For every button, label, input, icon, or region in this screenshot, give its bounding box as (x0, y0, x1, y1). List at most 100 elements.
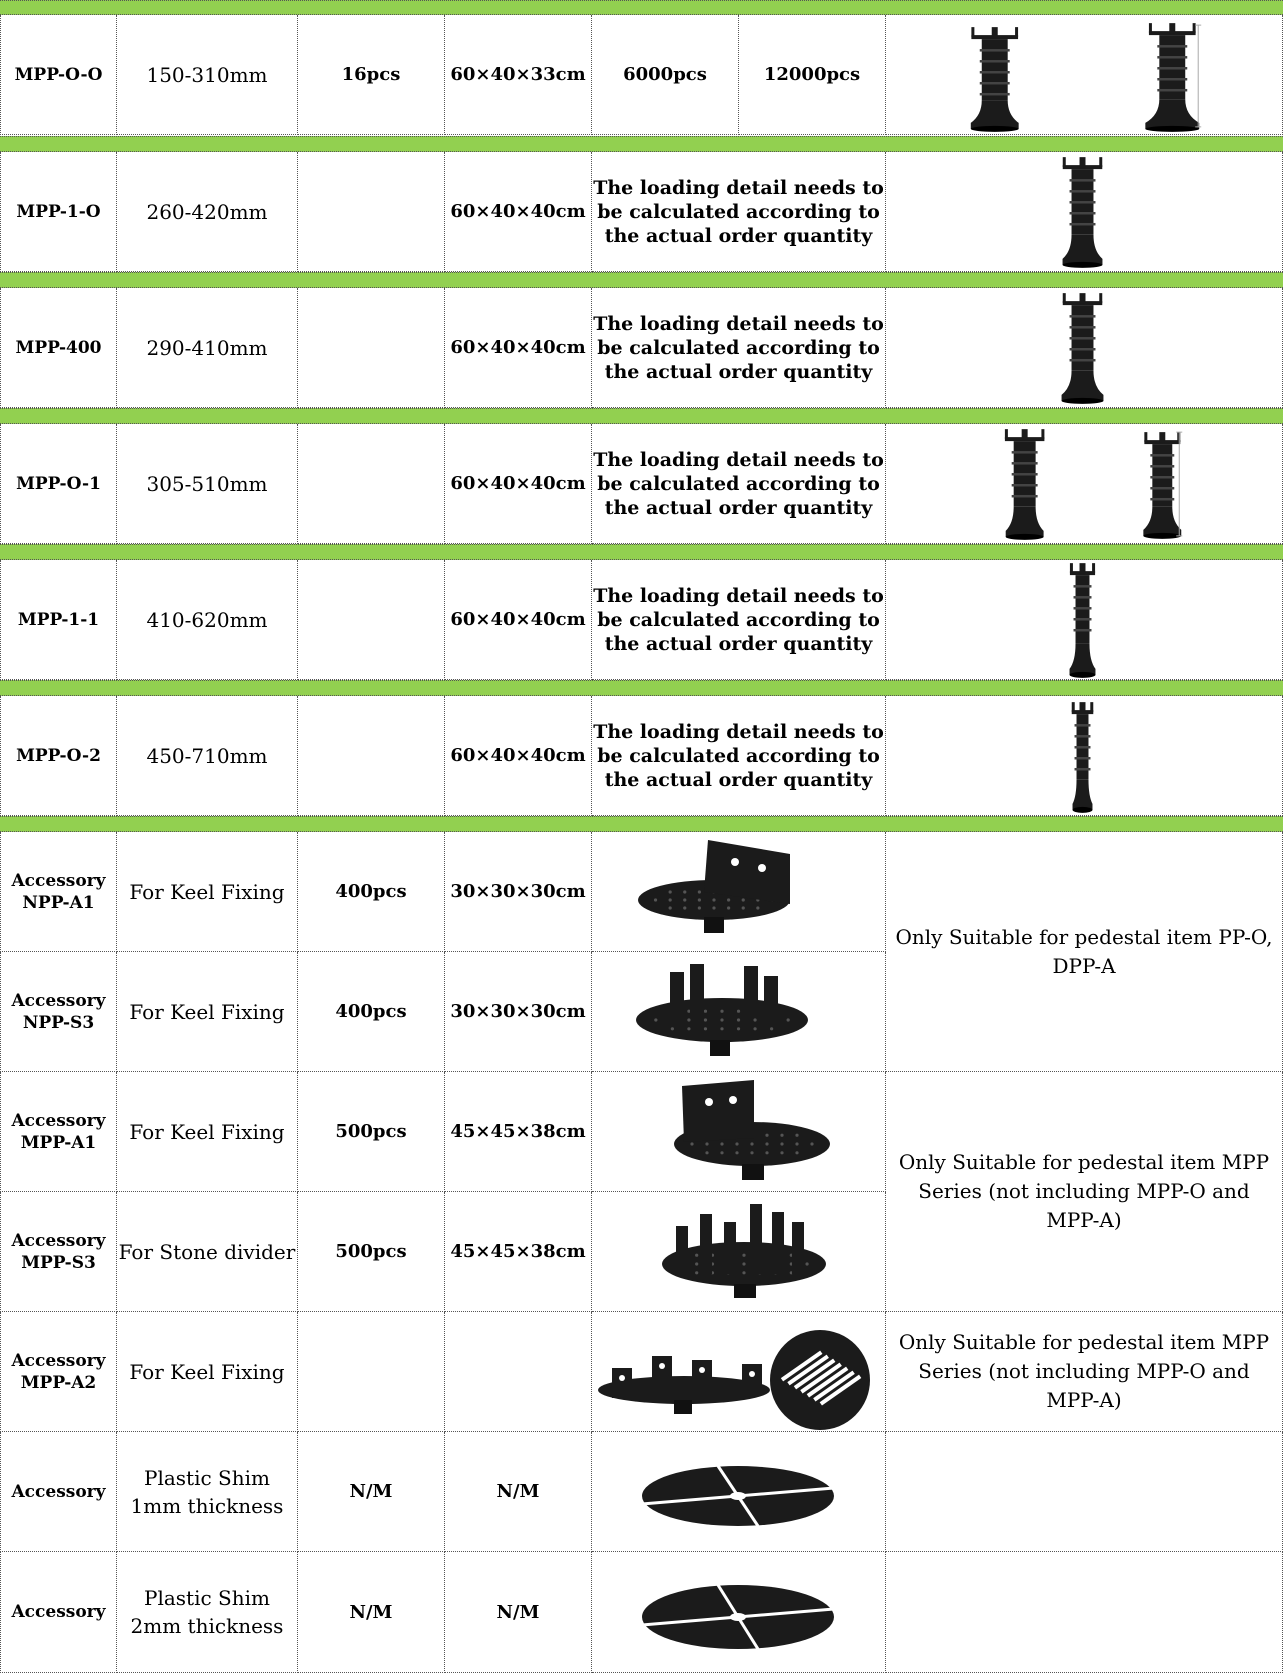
disc-dot (780, 1133, 784, 1137)
divider-fin (724, 1222, 736, 1274)
bracket-tab (742, 1364, 762, 1394)
accessory-use-text: For Keel Fixing (129, 999, 285, 1024)
product-image-drawing (1004, 429, 1183, 540)
product-image (886, 152, 1283, 272)
suitability-note-npp: Only Suitable for pedestal item PP-O, DP… (886, 832, 1283, 1072)
loading-note-text: The loading detail needs to be calculate… (593, 448, 884, 519)
disc-dot (697, 898, 701, 902)
bracket-hole (619, 1375, 625, 1381)
accessory-image (592, 952, 886, 1072)
disc-dot (753, 1027, 757, 1031)
carton-size: 60×40×40cm (445, 288, 592, 408)
pedestal-image (1061, 293, 1104, 404)
accessory-carton-size-text: 30×30×30cm (450, 881, 586, 902)
pedestal-image (1145, 23, 1200, 132)
accessory-use-line-1: Plastic Shim (144, 1465, 270, 1490)
disc-dot (653, 898, 658, 902)
accessory-name-line-2: NPP-S3 (22, 1012, 95, 1033)
pack-quantity (298, 696, 445, 816)
disc-dot (810, 1142, 814, 1146)
accessory-name-line-1: Accessory (11, 870, 106, 891)
divider-fin (700, 1214, 712, 1274)
accessory-carton-size-text: N/M (496, 1481, 540, 1502)
disc-dot (668, 898, 672, 902)
pack-quantity-text: 16pcs (341, 64, 401, 85)
accessory-name: Accessory (0, 1432, 117, 1552)
carton-size-text: 60×40×40cm (450, 473, 586, 494)
product-image (886, 424, 1283, 544)
carton-size: 60×40×40cm (445, 152, 592, 272)
suitability-note-npp-text: Only Suitable for pedestal item PP-O, DP… (895, 924, 1273, 978)
accessory-name-line-1: Accessory (11, 1350, 106, 1371)
accessory-carton-size: 45×45×38cm (445, 1192, 592, 1312)
product-image-drawing (970, 23, 1202, 132)
product-code-text: MPP-400 (15, 337, 102, 358)
loading-40ft: 12000pcs (739, 15, 886, 135)
disc-dot (741, 898, 745, 902)
accessory-name-line-2: MPP-A1 (20, 1132, 97, 1153)
height-range: 410-620mm (117, 560, 298, 680)
accessory-image (592, 1072, 886, 1192)
accessory-use: For Keel Fixing (117, 832, 298, 952)
disc-dot (668, 906, 672, 910)
accessory-use-text: For Stone divider (118, 1239, 296, 1264)
green-band (0, 408, 1283, 424)
product-code-text: MPP-1-1 (17, 609, 100, 630)
accessory-name-line-1: Accessory (11, 1110, 106, 1131)
green-band (0, 272, 1283, 288)
disc-dot (712, 906, 716, 910)
pedestal-image (1004, 429, 1045, 540)
accessory-image (592, 1192, 886, 1312)
accessory-name: Accessory (0, 1552, 117, 1673)
disc-dot (703, 1009, 708, 1013)
disc-dot (741, 906, 745, 910)
accessory-pack-quantity: 400pcs (298, 832, 445, 952)
bracket-hole (729, 1096, 737, 1104)
product-image-drawing (1071, 702, 1094, 813)
disc-dot (670, 1027, 674, 1031)
disc-dot (727, 906, 731, 910)
green-band (0, 544, 1283, 560)
accessory-pack-quantity: N/M (298, 1432, 445, 1552)
accessory-carton-size: 30×30×30cm (445, 952, 592, 1072)
accessory-pack-quantity: 400pcs (298, 952, 445, 1072)
disc-dot (750, 1151, 754, 1155)
disc-dot (795, 1142, 799, 1146)
divider-fin (792, 1222, 804, 1274)
height-range-text: 150-310mm (146, 62, 268, 87)
disc-dot (697, 906, 701, 910)
disc-dot (720, 1018, 724, 1022)
accessory-image-drawing (674, 1080, 830, 1180)
product-code: MPP-1-1 (0, 560, 117, 680)
disc-dot (687, 1027, 691, 1031)
bracket-hole (699, 1367, 705, 1373)
product-image (886, 560, 1283, 680)
carton-size: 60×40×33cm (445, 15, 592, 135)
accessory-use: For Keel Fixing (117, 1312, 298, 1432)
accessory-carton-size: N/M (445, 1432, 592, 1552)
carton-size-text: 60×40×40cm (450, 201, 586, 222)
suitability-note-mpp: Only Suitable for pedestal item MPP Seri… (886, 1072, 1283, 1312)
accessory-carton-size-text: 30×30×30cm (450, 1001, 586, 1022)
carton-size: 60×40×40cm (445, 424, 592, 544)
accessory-carton-size-text: 45×45×38cm (450, 1121, 586, 1142)
disc-dot (687, 1018, 691, 1022)
bracket-hole (705, 1098, 713, 1106)
product-image-drawing (1069, 563, 1096, 678)
accessory-carton-size-text: 45×45×38cm (450, 1241, 586, 1262)
carton-size: 60×40×40cm (445, 696, 592, 816)
accessory-carton-size: 30×30×30cm (445, 832, 592, 952)
disc-stem (704, 917, 724, 933)
disc-dot (765, 1133, 769, 1137)
pedestal-image (1069, 563, 1096, 678)
disc-dot (695, 1262, 699, 1266)
bracket-plate (704, 840, 790, 904)
empty-note (886, 1552, 1283, 1673)
product-code: MPP-400 (0, 288, 117, 408)
